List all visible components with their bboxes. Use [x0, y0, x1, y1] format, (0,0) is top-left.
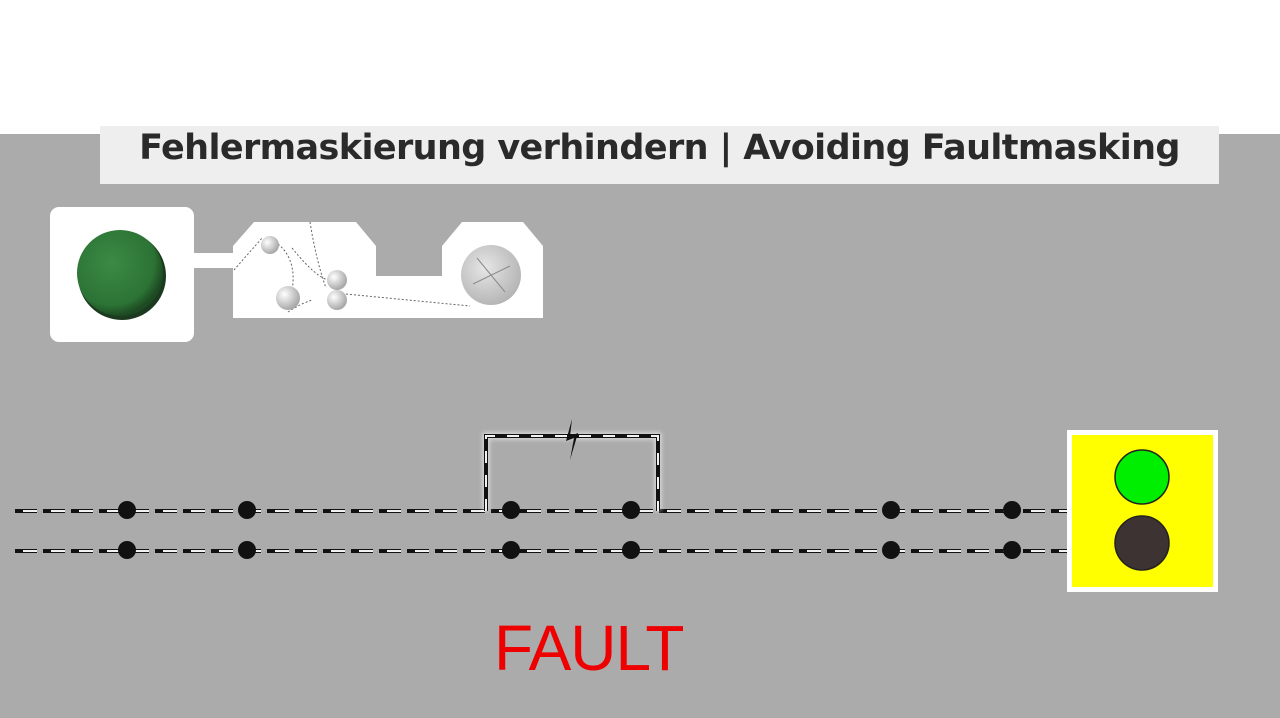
lightning-fault-icon [566, 419, 578, 460]
circle-cross-icon [461, 245, 521, 305]
rail-joint [882, 501, 900, 519]
signal-dark-light [1114, 515, 1170, 571]
rail-joint [118, 541, 136, 559]
rail-joint [1003, 541, 1021, 559]
fault-bridge [482, 419, 662, 511]
detector-unit [233, 221, 543, 318]
title-bar: Fehlermaskierung verhindern | Avoiding F… [100, 126, 1219, 184]
rail-joint [118, 501, 136, 519]
rail-joint [1003, 501, 1021, 519]
rail-joint [882, 541, 900, 559]
fault-status-label: FAULT [494, 612, 684, 684]
diagram-background [0, 134, 1280, 718]
signal-green-light [1114, 449, 1170, 505]
page-title: Fehlermaskierung verhindern | Avoiding F… [139, 128, 1180, 168]
rail-joints [118, 501, 1021, 559]
rail-joint [502, 501, 520, 519]
rail-joint [238, 541, 256, 559]
rail-joint [238, 501, 256, 519]
rail-joint [622, 541, 640, 559]
signal-panel [1067, 430, 1218, 592]
green-lamp-icon [77, 230, 166, 320]
rail-joint [502, 541, 520, 559]
indicator-panel [50, 207, 237, 342]
relay-balls-icon [233, 221, 471, 313]
rail-joint [622, 501, 640, 519]
